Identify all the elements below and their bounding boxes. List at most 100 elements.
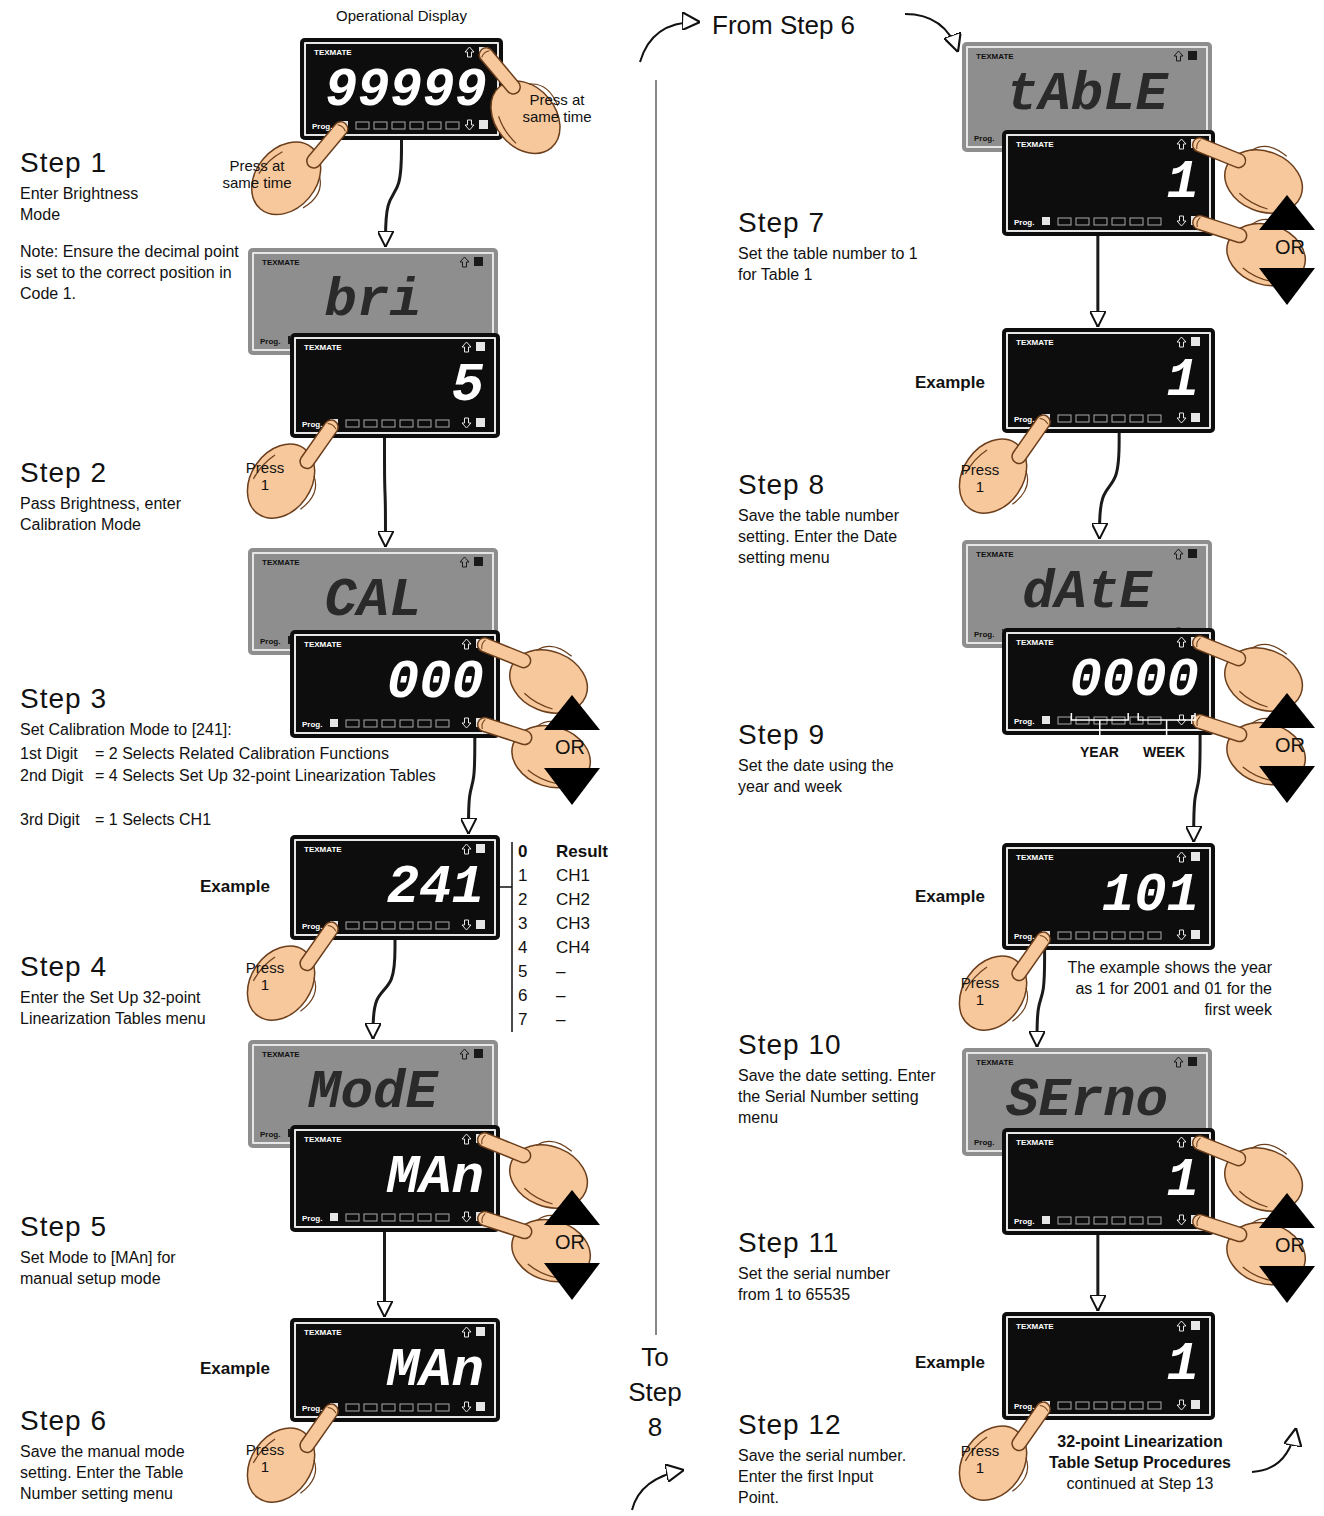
up-button (1188, 51, 1197, 60)
pressing-hand (466, 1193, 600, 1292)
down-button (479, 120, 488, 129)
down-button (1191, 216, 1200, 225)
down-button (1191, 930, 1200, 939)
step-title: Step 5 (20, 1212, 107, 1243)
setpoint-led (400, 922, 413, 929)
down-arrow-symbol (1177, 930, 1186, 940)
brand-label: TEXMATE (976, 1058, 1014, 1067)
step-title: Step 11 (738, 1228, 839, 1259)
setpoint-led (364, 922, 377, 929)
step-title: Step 1 (20, 148, 107, 179)
pressing-hand (1178, 119, 1313, 224)
step-note: 1st Digit (20, 744, 78, 765)
brand-label: TEXMATE (262, 1050, 300, 1059)
brand-label: TEXMATE (1016, 1322, 1054, 1331)
setpoint-led (1112, 218, 1125, 225)
up-button (1191, 1321, 1200, 1330)
button-label: Prog. (1014, 1217, 1034, 1226)
setpoint-led (346, 720, 359, 727)
setpoint-led (374, 122, 387, 129)
setpoint-led (364, 420, 377, 427)
prog-button (1042, 217, 1050, 225)
pressing-hand (1181, 197, 1315, 296)
step-note: = 1 Selects CH1 (95, 810, 211, 831)
setpoint-led (1058, 1402, 1071, 1409)
pressing-hand (466, 699, 600, 798)
up-button (1191, 1137, 1200, 1146)
setpoint-led (1058, 1217, 1071, 1224)
table-cell: CH4 (556, 938, 590, 958)
button-label: Prog. (302, 420, 322, 429)
pressing-hand (463, 619, 598, 724)
down-triangle (544, 768, 600, 805)
meter-display: TEXMATE1Prog. (1002, 130, 1215, 236)
step-note: 2nd Digit (20, 766, 83, 787)
setpoint-led (346, 922, 359, 929)
brand-label: TEXMATE (262, 558, 300, 567)
down-arrow-symbol (1177, 216, 1186, 226)
up-triangle (1259, 693, 1315, 728)
setpoint-led (364, 1214, 377, 1221)
setpoint-led (392, 122, 405, 129)
press-callout: Press 1 (955, 462, 1005, 495)
down-triangle (544, 1263, 600, 1300)
step-title: Step 7 (738, 208, 825, 239)
table-cell: 7 (518, 1010, 527, 1030)
up-button (1188, 549, 1197, 558)
table-cell: 2 (518, 890, 527, 910)
setpoint-led (1148, 932, 1161, 939)
setpoint-led (400, 720, 413, 727)
step-arrow (1037, 950, 1045, 1047)
continuation-arrow (640, 22, 700, 62)
up-arrow-symbol (462, 1134, 471, 1144)
display-readout: 000 (387, 656, 484, 710)
setpoint-led (1130, 1402, 1143, 1409)
down-arrow-symbol (1177, 715, 1186, 725)
setpoint-led (400, 1214, 413, 1221)
setpoint-led (1076, 1402, 1089, 1409)
setpoint-led (1094, 218, 1107, 225)
setpoint-led (1094, 1217, 1107, 1224)
table-cell: CH1 (556, 866, 590, 886)
example-label: Example (915, 1352, 985, 1374)
down-button (476, 1402, 485, 1411)
table-cell: 4 (518, 938, 527, 958)
pressing-hand (946, 393, 1068, 528)
step-note: Save the date setting. Enter the Serial … (738, 1066, 943, 1128)
pressing-hand (234, 1382, 356, 1516)
pressing-hand (234, 900, 356, 1035)
button-label: Prog. (974, 1138, 994, 1147)
setpoint-led (1076, 415, 1089, 422)
step-arrow (1194, 735, 1200, 842)
setpoint-led (1058, 415, 1071, 422)
setpoint-led (382, 1404, 395, 1411)
down-button (1191, 1400, 1200, 1409)
button-label: Prog. (1014, 415, 1034, 424)
button-label: Prog. (260, 637, 280, 646)
up-button (476, 1134, 485, 1143)
up-arrow-symbol (1177, 637, 1186, 647)
table-cell: – (556, 962, 565, 982)
press-callout: Press 1 (240, 960, 290, 993)
up-button (479, 47, 488, 56)
brand-label: TEXMATE (1016, 1138, 1054, 1147)
up-triangle (1259, 195, 1315, 230)
setpoint-led (436, 720, 449, 727)
setpoint-led (418, 1214, 431, 1221)
button-label: Prog. (1014, 218, 1034, 227)
setpoint-led (1148, 218, 1161, 225)
display-readout: 241 (387, 861, 484, 915)
button-label: Prog. (260, 1130, 280, 1139)
press-callout: Press 1 (240, 1442, 290, 1475)
setpoint-led (418, 1404, 431, 1411)
continuation-arrow (632, 1470, 684, 1510)
setpoint-led (364, 720, 377, 727)
setpoint-led (382, 1214, 395, 1221)
up-arrow-symbol (460, 1049, 469, 1059)
prog-button (340, 121, 348, 129)
meter-display: TEXMATE101Prog. (1002, 843, 1215, 950)
step-note: Save the serial number. Enter the first … (738, 1446, 913, 1508)
setpoint-led (410, 122, 423, 129)
down-arrow-symbol (1177, 413, 1186, 423)
setpoint-led (436, 1214, 449, 1221)
